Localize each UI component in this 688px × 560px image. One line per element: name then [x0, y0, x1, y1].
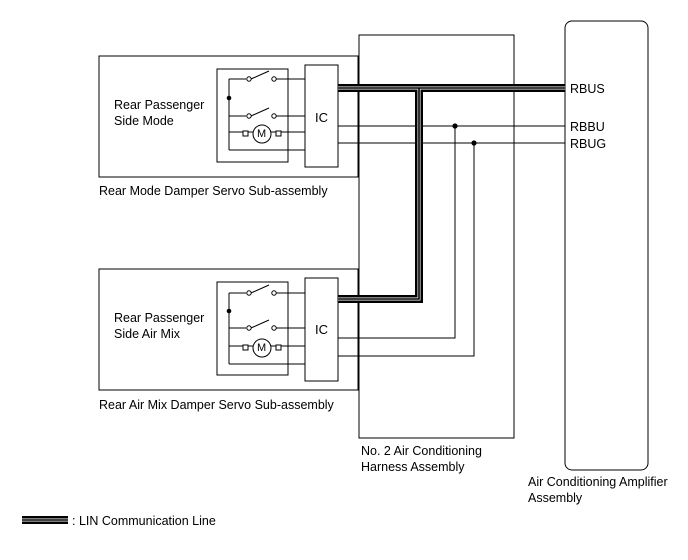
mode-servo-label-line1: Rear Passenger: [114, 98, 205, 112]
airmix-servo-caption: Rear Air Mix Damper Servo Sub-assembly: [99, 398, 334, 412]
amplifier-box: [564, 20, 649, 471]
junction-dot: [471, 140, 477, 146]
mode-servo-box: [98, 55, 359, 178]
airmix-motor-label: M: [257, 342, 267, 354]
lin-communication-line: [338, 84, 565, 303]
mode-ic: [304, 64, 339, 168]
airmix-servo-box: [98, 268, 359, 391]
rbug-wiring: [338, 140, 565, 357]
mode-motor-label: M: [257, 128, 267, 140]
harness-caption-line1: No. 2 Air Conditioning: [361, 444, 482, 458]
harness-box: [358, 34, 515, 439]
mode-ic-label: IC: [315, 110, 328, 125]
motor-icon: [252, 124, 272, 144]
junction-dot: [452, 123, 458, 129]
legend-lin-label: : LIN Communication Line: [72, 514, 216, 528]
junction-dot: [226, 95, 232, 101]
airmix-servo-internals: [216, 277, 339, 382]
mode-servo-internals: [216, 64, 339, 168]
signal-rbug-label: RBUG: [570, 137, 607, 151]
airmix-servo-label-line1: Rear Passenger: [114, 311, 205, 325]
rbbu-wiring: [338, 123, 565, 339]
airmix-ic: [304, 277, 339, 382]
switch-contact: [250, 284, 270, 294]
harness-caption-line2: Harness Assembly: [361, 460, 465, 474]
airmix-servo-label-line2: Side Air Mix: [114, 327, 180, 341]
junction-dot: [226, 308, 232, 314]
mode-servo-label-line2: Side Mode: [114, 114, 174, 128]
airmix-ic-label: IC: [315, 322, 328, 337]
switch-contact: [250, 70, 270, 80]
switch-contact: [250, 319, 270, 329]
amplifier-caption-line1: Air Conditioning Amplifier: [528, 475, 668, 489]
amplifier-caption-line2: Assembly: [528, 491, 583, 505]
mode-servo-caption: Rear Mode Damper Servo Sub-assembly: [99, 184, 328, 198]
switch-contact: [250, 107, 270, 117]
signal-rbbu-label: RBBU: [570, 120, 605, 134]
motor-icon: [252, 338, 272, 358]
signal-rbus-label: RBUS: [570, 82, 605, 96]
